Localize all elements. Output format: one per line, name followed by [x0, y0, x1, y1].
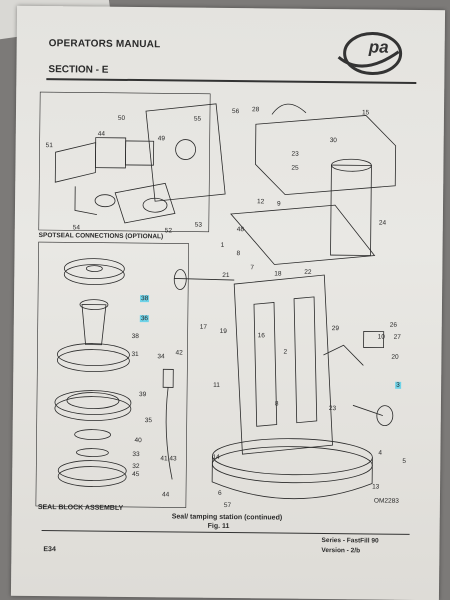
seal-block-caption: SEAL BLOCK ASSEMBLY [37, 504, 124, 512]
series-label: Series - FastFill 90 [321, 536, 379, 545]
manual-page: OPERATORS MANUAL SECTION - E pa [10, 5, 446, 600]
callout-38-highlight: 38 [140, 295, 150, 303]
manual-title: OPERATORS MANUAL [48, 38, 161, 51]
seal-block-inset [35, 241, 189, 508]
drawing-reference: OM2283 [373, 497, 399, 505]
spotseal-caption: SPOTSEAL CONNECTIONS (OPTIONAL) [38, 232, 164, 241]
callout-3-highlight: 3 [395, 381, 401, 389]
figure-caption: Seal/ tamping station (continued) [171, 513, 283, 522]
page-number: E34 [43, 546, 56, 554]
version-label: Version - 2/b [321, 546, 361, 555]
exploded-diagram [35, 91, 397, 508]
pa-logo-icon [337, 31, 403, 76]
main-station [173, 103, 397, 500]
callout-36-highlight: 36 [139, 315, 150, 323]
figure-number: Fig. 11 [207, 522, 230, 531]
logo-text: pa [368, 37, 389, 57]
spotseal-inset [38, 91, 226, 233]
footer-rule [41, 530, 410, 536]
section-label: SECTION - E [48, 64, 109, 76]
